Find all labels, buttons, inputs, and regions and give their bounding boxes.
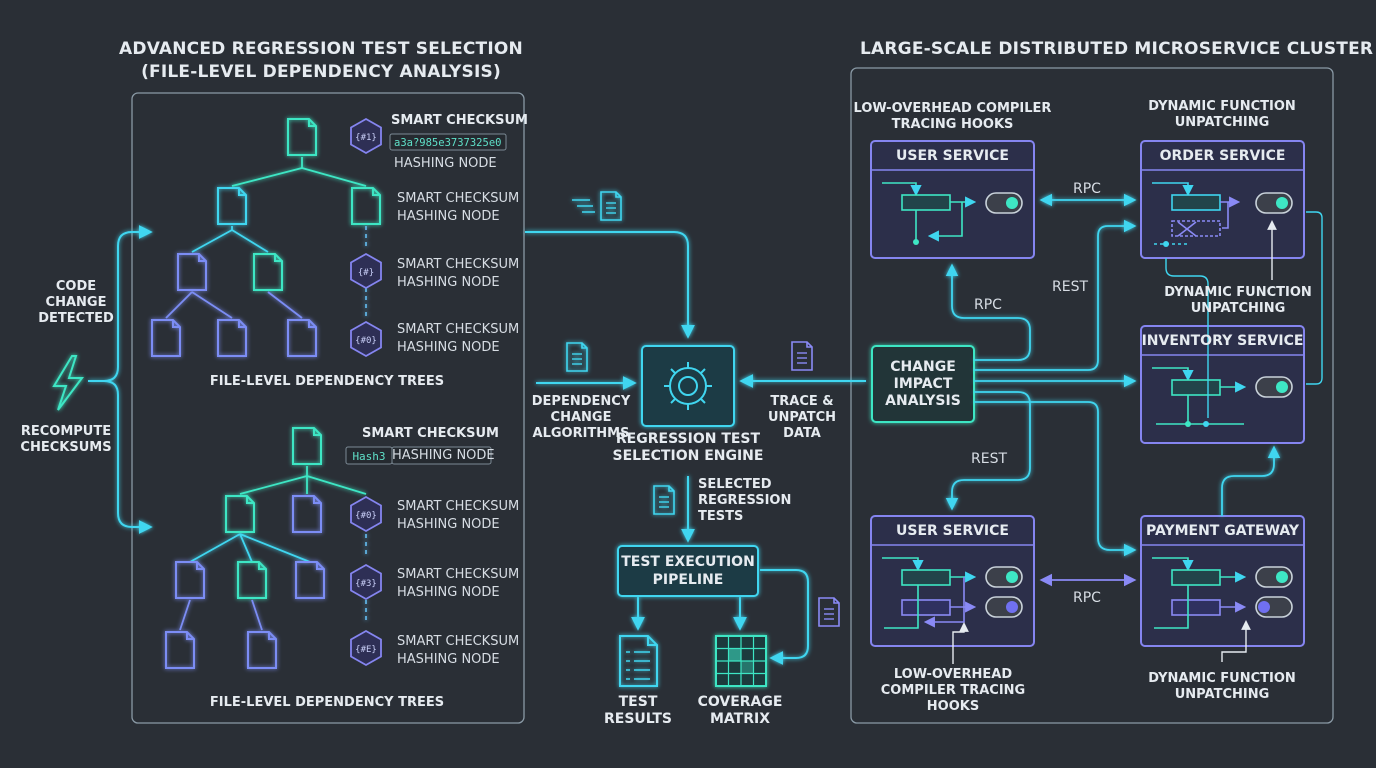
hex-glyph: {#1} — [355, 133, 377, 143]
tree-bottom-label: FILE-LEVEL DEPENDENCY TREES — [209, 695, 445, 710]
edge-label-rest-bottom: REST — [971, 451, 1008, 467]
hex-glyph: {#} — [357, 268, 375, 278]
hash-badge-top — [389, 133, 507, 151]
selected-tests-doc-icon — [653, 485, 675, 515]
edge-order-to-inventory — [1165, 258, 1209, 418]
service-title-user-top: USER SERVICE — [896, 148, 1009, 164]
dependency-tree-bottom — [165, 427, 367, 669]
top-checksum-title: SMART CHECKSUM — [391, 113, 528, 128]
trace-doc-icon — [791, 341, 813, 371]
edge-label-rpc-mid: RPC — [974, 297, 1002, 313]
hash-badge-bottom-right — [391, 446, 492, 465]
callout-pointers — [952, 220, 1277, 664]
service-title-user-bottom: USER SERVICE — [896, 523, 1009, 539]
hex-glyph: {#0} — [355, 511, 377, 521]
file-transfer-icon — [572, 191, 622, 221]
left-panel — [131, 92, 525, 724]
edge-order-to-inventory-side — [1306, 211, 1323, 385]
bottom-checksum-title: SMART CHECKSUM — [362, 426, 499, 441]
top-checksum-hash: a3a?985e3737325e0 — [394, 137, 502, 149]
hex-glyph: {#0} — [355, 336, 377, 346]
service-title-order: ORDER SERVICE — [1159, 148, 1286, 164]
input-bracket-arrows — [88, 225, 153, 534]
coverage-doc-icon — [818, 597, 840, 627]
edge-impact-to-order — [974, 219, 1137, 371]
right-panel-title: LARGE-SCALE DISTRIBUTED MICROSERVICE CLU… — [860, 39, 1374, 59]
regression-engine-node — [641, 345, 735, 427]
test-execution-pipeline-node — [617, 545, 759, 597]
hex-glyph: {#3} — [355, 579, 377, 589]
edge-label-rest-top: REST — [1052, 279, 1089, 295]
gear-icon — [664, 362, 712, 410]
test-results-icon — [619, 635, 658, 687]
bottom-checksum-hash: Hash3 — [352, 450, 386, 463]
right-panel — [850, 67, 1334, 724]
edge-impact-to-user-top — [945, 263, 1031, 361]
arrow-tree-to-engine — [525, 231, 695, 339]
lightning-icon — [52, 355, 84, 411]
edge-impact-to-payment — [974, 401, 1137, 557]
edge-label-rpc-bottom: RPC — [1073, 590, 1101, 606]
service-title-payment: PAYMENT GATEWAY — [1145, 523, 1300, 539]
top-checksum-subtitle: HASHING NODE — [394, 156, 497, 171]
arrow-pipeline-loop-to-matrix — [760, 569, 809, 665]
left-panel-title-line2: (FILE-LEVEL DEPENDENCY ANALYSIS) — [141, 62, 501, 82]
edge-payment-to-inventory — [1221, 445, 1281, 516]
tree-top-label: FILE-LEVEL DEPENDENCY TREES — [209, 374, 445, 389]
hex-glyph: {#E} — [355, 645, 377, 655]
bottom-checksum-subtitle: HASHING NODE — [392, 448, 495, 463]
change-impact-analysis-node — [871, 345, 975, 423]
dependency-tree-top — [151, 118, 381, 357]
left-panel-title-line1: ADVANCED REGRESSION TEST SELECTION — [119, 39, 523, 59]
edge-impact-to-user-bottom — [945, 391, 1031, 511]
dependency-doc-icon — [566, 342, 588, 372]
coverage-matrix-icon — [715, 635, 767, 687]
service-title-inventory: INVENTORY SERVICE — [1141, 333, 1304, 349]
edge-label-rpc-top: RPC — [1073, 181, 1101, 197]
